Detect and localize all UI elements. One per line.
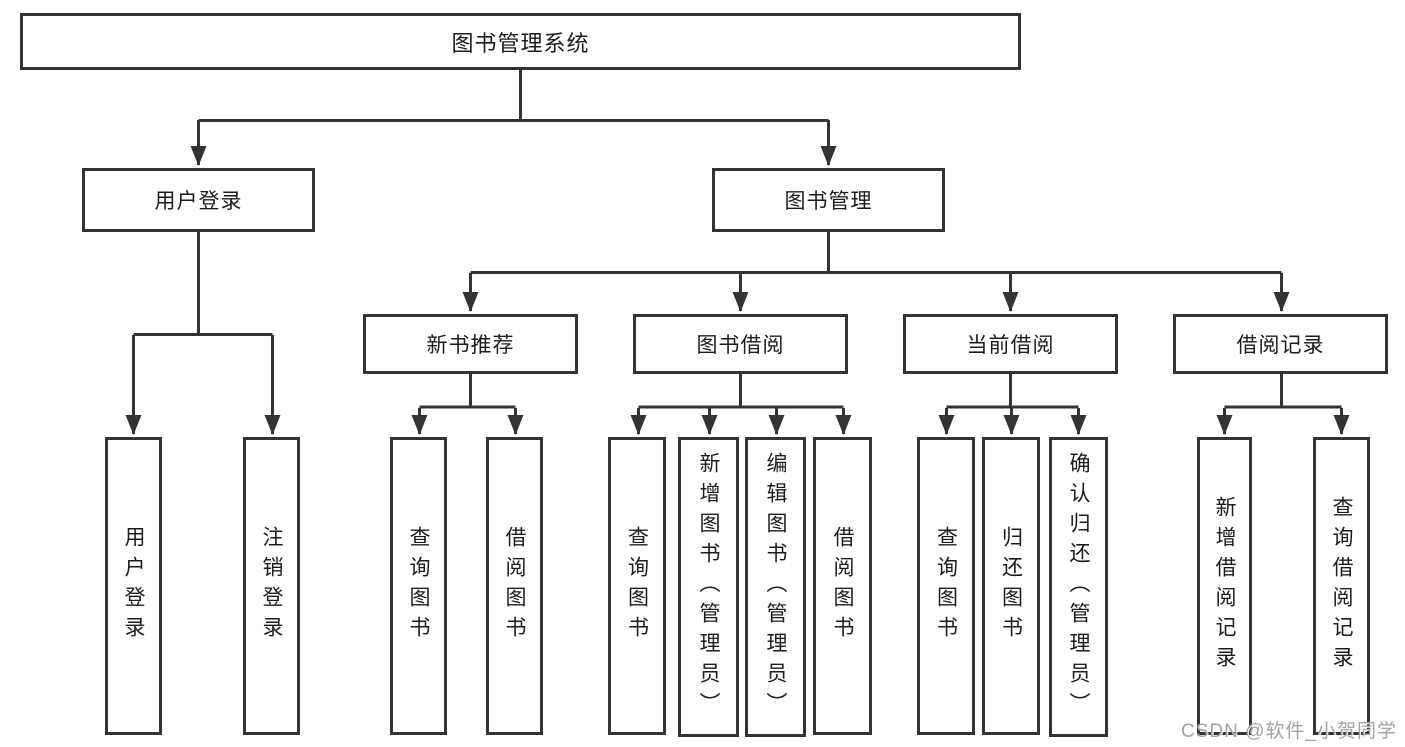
leaf-edit-book-admin: 编辑图书（管理员） bbox=[745, 437, 806, 737]
node-new-book-recommendation: 新书推荐 bbox=[363, 314, 578, 374]
leaf-borrow-books-borrowing: 借阅图书 bbox=[813, 437, 872, 735]
leaf-confirm-return-admin: 确认归还（管理员） bbox=[1049, 437, 1108, 737]
node-label: 新增借阅记录 bbox=[1213, 496, 1236, 676]
leaf-user-login: 用户登录 bbox=[105, 437, 162, 735]
node-label: 确认归还（管理员） bbox=[1067, 452, 1090, 722]
leaf-borrow-books-recommend: 借阅图书 bbox=[486, 437, 543, 735]
leaf-query-borrow-record: 查询借阅记录 bbox=[1313, 437, 1370, 735]
node-label: 图书管理 bbox=[784, 190, 873, 213]
leaf-query-books-recommend: 查询图书 bbox=[390, 437, 447, 735]
node-label: 借阅图书 bbox=[831, 526, 854, 646]
node-label: 查询图书 bbox=[934, 526, 958, 646]
node-label: 查询图书 bbox=[625, 526, 649, 646]
node-label: 图书管理系统 bbox=[451, 30, 590, 56]
leaf-add-borrow-record: 新增借阅记录 bbox=[1197, 437, 1252, 735]
node-current-borrowing: 当前借阅 bbox=[903, 314, 1118, 374]
node-label: 当前借阅 bbox=[966, 334, 1055, 357]
node-label: 用户登录 bbox=[154, 190, 243, 213]
node-label: 新书推荐 bbox=[426, 334, 515, 357]
node-borrowing-records: 借阅记录 bbox=[1173, 314, 1388, 374]
leaf-query-books-borrowing: 查询图书 bbox=[608, 437, 666, 735]
node-label: 借阅记录 bbox=[1236, 334, 1325, 357]
node-label: 查询借阅记录 bbox=[1330, 496, 1353, 676]
node-label: 新增图书（管理员） bbox=[697, 452, 720, 722]
leaf-logout: 注销登录 bbox=[243, 437, 300, 735]
node-book-borrowing: 图书借阅 bbox=[633, 314, 848, 374]
node-label: 借阅图书 bbox=[503, 526, 526, 646]
node-user-login: 用户登录 bbox=[82, 168, 315, 232]
node-label: 注销登录 bbox=[260, 526, 283, 646]
node-label: 用户登录 bbox=[122, 526, 145, 646]
leaf-return-book: 归还图书 bbox=[982, 437, 1040, 735]
node-label: 图书借阅 bbox=[696, 334, 785, 357]
leaf-query-books-current: 查询图书 bbox=[917, 437, 975, 735]
node-label: 查询图书 bbox=[407, 526, 430, 646]
node-book-management: 图书管理 bbox=[712, 168, 945, 232]
node-label: 编辑图书（管理员） bbox=[764, 452, 787, 722]
node-label: 归还图书 bbox=[999, 526, 1023, 646]
watermark: CSDN @软件_小贺同学 bbox=[1181, 721, 1397, 742]
node-library-management-system: 图书管理系统 bbox=[20, 13, 1021, 70]
leaf-add-book-admin: 新增图书（管理员） bbox=[678, 437, 739, 737]
